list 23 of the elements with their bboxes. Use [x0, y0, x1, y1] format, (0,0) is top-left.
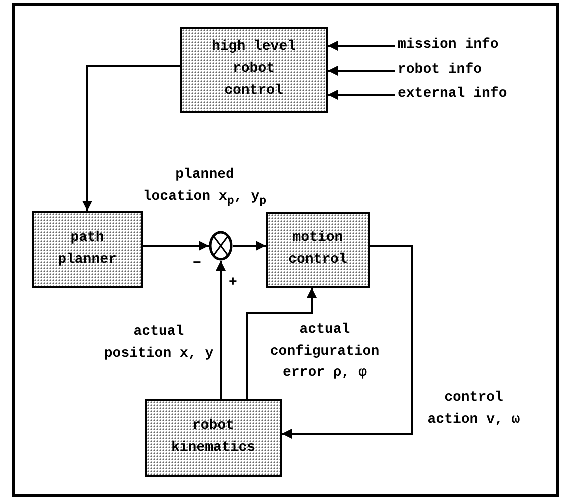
process-box	[180, 27, 328, 113]
input-label: robot info	[398, 60, 548, 82]
arrow	[216, 261, 226, 399]
arrow	[328, 66, 395, 76]
process-box	[266, 212, 370, 288]
arrow	[328, 41, 395, 51]
sign-label: −	[193, 255, 202, 274]
process-box	[145, 399, 282, 477]
summing-junction	[209, 231, 233, 261]
arrow	[282, 245, 413, 439]
arrow	[82, 65, 180, 211]
input-label: mission info	[398, 35, 548, 57]
arrow	[246, 288, 317, 399]
box-label: robot kinematics	[170, 417, 256, 458]
box-label: motion control	[288, 229, 348, 270]
input-label: external info	[398, 84, 552, 106]
arrow	[143, 241, 209, 251]
arrow	[328, 90, 395, 100]
box-label: path planner	[57, 228, 118, 270]
arrow	[233, 241, 266, 251]
sign-label: +	[229, 274, 238, 293]
box-label: high level robot control	[210, 38, 297, 101]
process-box	[32, 211, 143, 288]
